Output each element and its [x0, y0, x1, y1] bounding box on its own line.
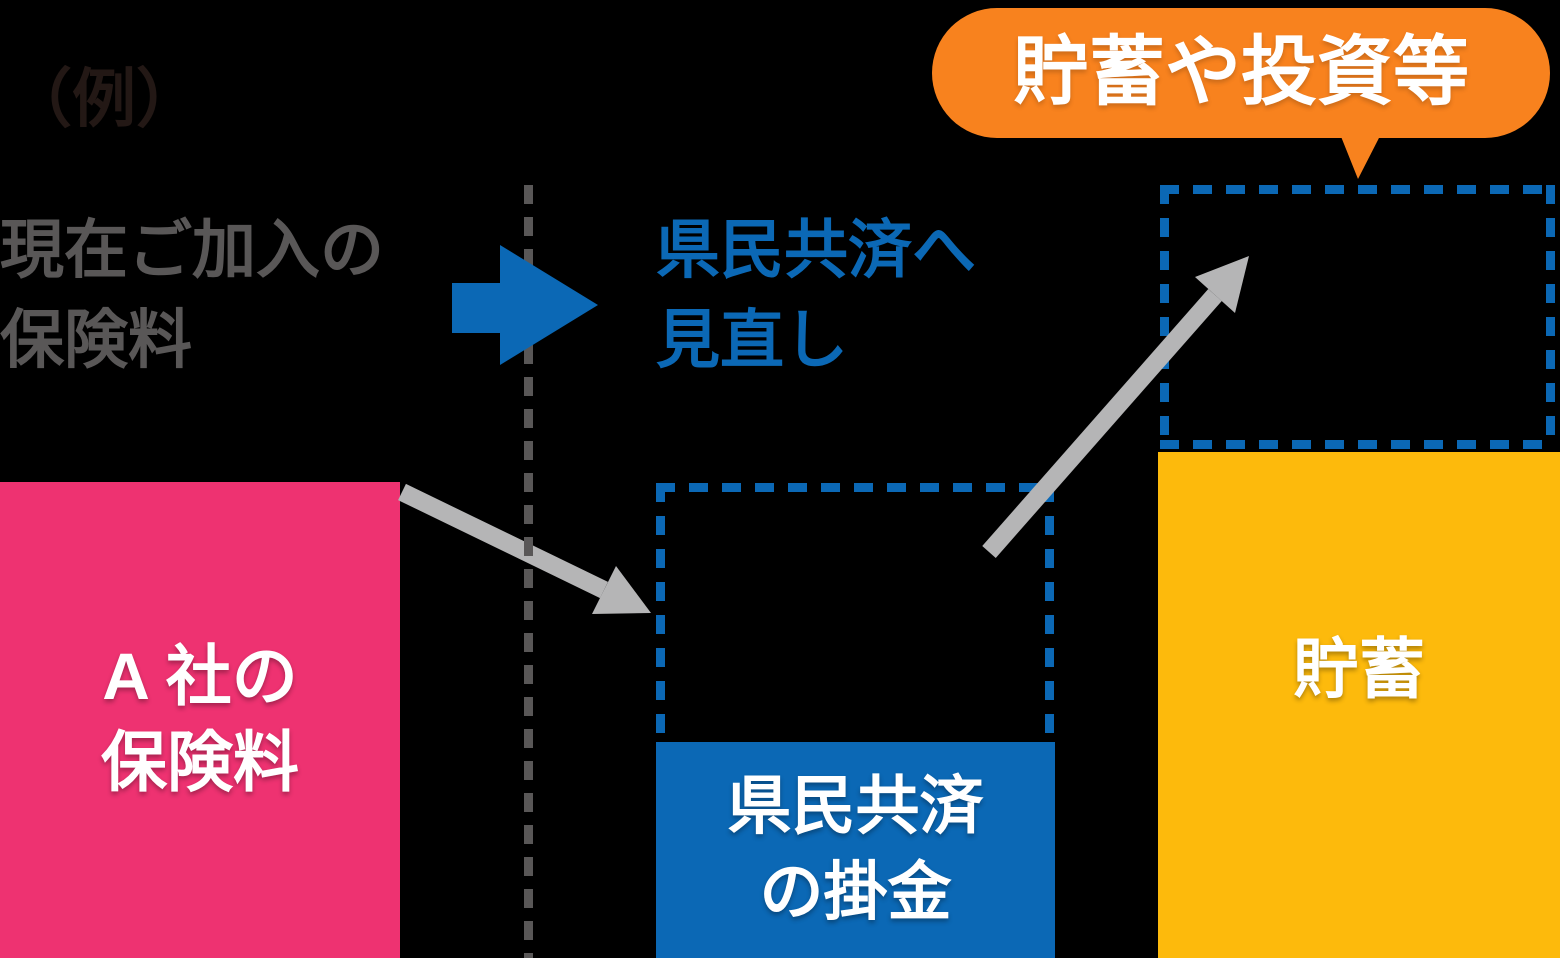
current-premium-heading-line2: 保険料: [0, 303, 192, 376]
current-premium-heading-line1: 現在ご加入の: [0, 214, 384, 286]
kyosai-premium-label: 県民共済 の掛金: [728, 764, 984, 936]
kyosai-premium-bar: 県民共済 の掛金: [656, 742, 1055, 958]
savings-label: 貯蓄: [1293, 632, 1425, 706]
premium-shift-arrow-shaft: [398, 483, 608, 599]
review-heading-line2: 見直し: [656, 303, 848, 376]
savings-bar: 貯蓄: [1158, 452, 1560, 958]
company-premium-bar: A 社の 保険料: [0, 482, 400, 958]
example-label: （例）: [8, 63, 200, 135]
kyosai-premium-label-line1: 県民共済: [727, 770, 984, 843]
kyosai-outline-box: [656, 483, 1054, 742]
savings-outline-box: [1160, 185, 1555, 449]
company-premium-label-line1: A 社の: [102, 639, 298, 714]
company-premium-label: A 社の 保険料: [101, 634, 299, 806]
company-premium-label-line2: 保険料: [101, 725, 299, 799]
bubble-tail-icon: [1340, 134, 1381, 179]
divider-dotted-line: [524, 185, 533, 958]
current-premium-heading: 現在ご加入の 保険料: [0, 206, 384, 385]
savings-bubble-label: 貯蓄や投資等: [1013, 30, 1469, 115]
kyosai-premium-label-line2: の掛金: [759, 856, 952, 928]
savings-shift-arrow-head: [1195, 256, 1249, 313]
savings-bubble: 貯蓄や投資等: [932, 8, 1550, 138]
review-heading-line1: 県民共済へ: [656, 214, 976, 286]
premium-shift-arrow-head: [592, 566, 651, 614]
review-heading: 県民共済へ 見直し: [656, 206, 976, 385]
